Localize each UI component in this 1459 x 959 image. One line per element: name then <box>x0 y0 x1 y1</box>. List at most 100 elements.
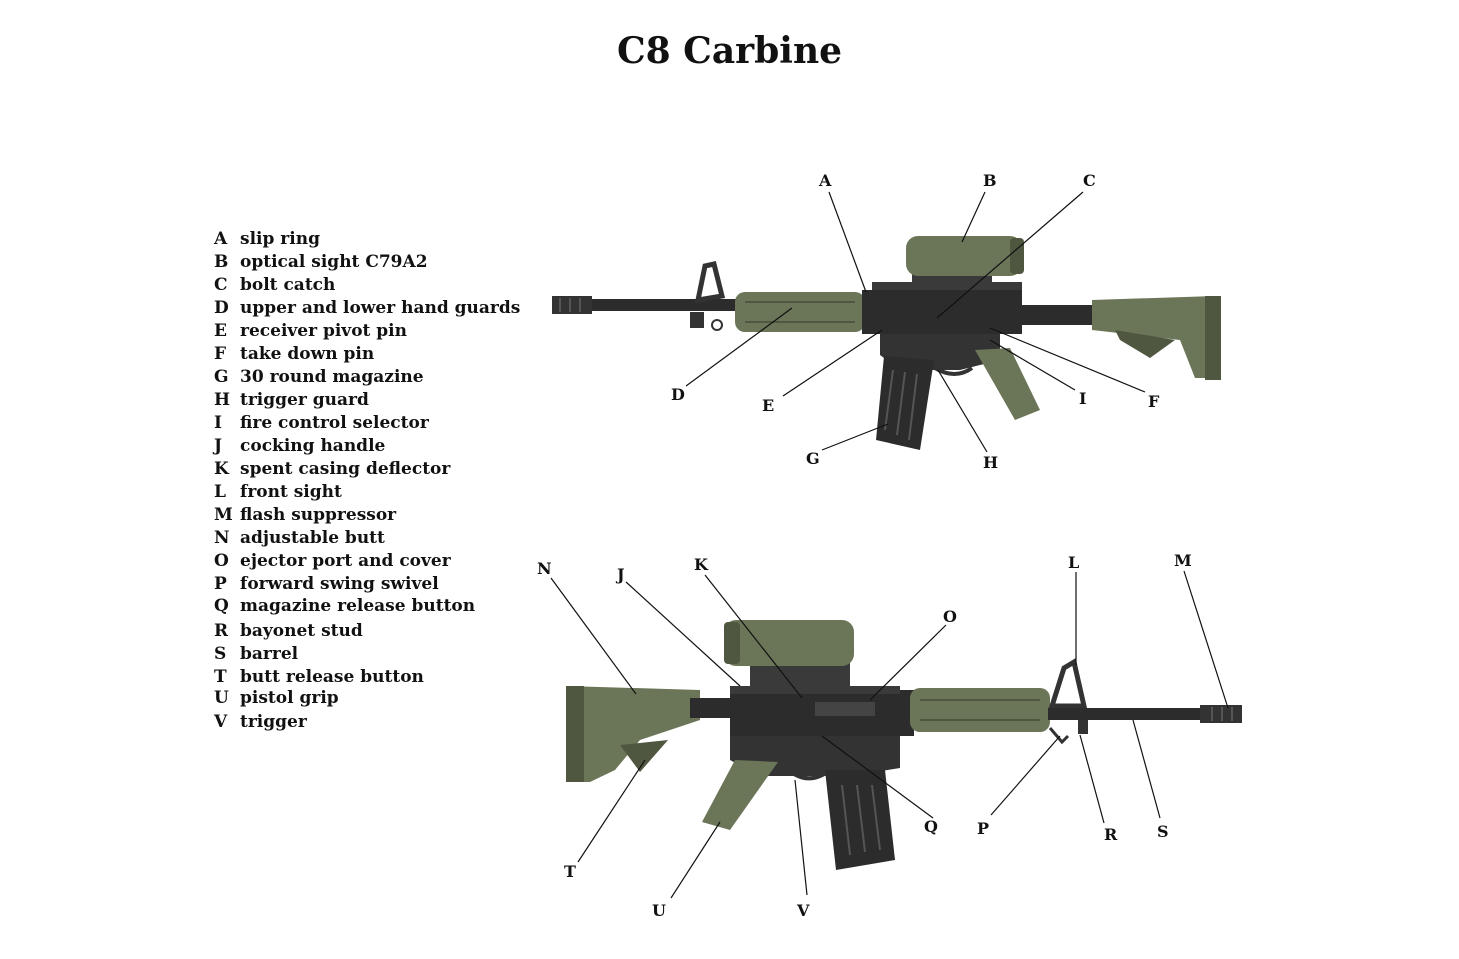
callout-t: T <box>564 862 576 881</box>
legend-label: bolt catch <box>240 275 336 295</box>
pistol-grip <box>702 760 778 830</box>
legend-label: adjustable butt <box>240 528 385 548</box>
legend-key: Q <box>214 596 229 616</box>
callout-r: R <box>1104 825 1118 844</box>
callout-g: G <box>806 449 820 468</box>
legend-label: front sight <box>240 482 342 502</box>
callout-k: K <box>694 555 709 574</box>
barrel <box>560 299 740 311</box>
callout-l: L <box>1068 553 1079 572</box>
bottom-callout-labels: N J K O L M P Q R S T U V <box>537 551 1192 920</box>
optical-sight <box>906 236 1022 276</box>
legend-label: slip ring <box>240 229 320 249</box>
optical-sight <box>724 620 854 666</box>
legend-label: trigger guard <box>240 390 369 410</box>
legend-key: T <box>214 667 227 687</box>
callout-h: H <box>983 453 998 472</box>
legend-key: R <box>214 621 229 641</box>
legend-key: U <box>214 688 229 708</box>
legend-key: M <box>214 505 233 525</box>
legend-key: F <box>214 344 227 364</box>
legend-label: take down pin <box>240 344 375 364</box>
callout-d: D <box>671 385 685 404</box>
callout-v: V <box>796 901 810 920</box>
legend-label: receiver pivot pin <box>240 321 408 341</box>
flash-suppressor <box>552 296 592 314</box>
legend-label: barrel <box>240 644 299 664</box>
callout-b: B <box>983 171 997 190</box>
legend-label: bayonet stud <box>240 621 363 641</box>
magazine <box>825 770 895 870</box>
bottom-callout-lines <box>550 570 1229 899</box>
legend-label: fire control selector <box>240 413 429 433</box>
legend-key: D <box>214 298 229 318</box>
handguard <box>910 688 1050 732</box>
callout-o: O <box>943 607 957 626</box>
legend-key: I <box>214 413 222 433</box>
callout-c: C <box>1083 171 1096 190</box>
legend-key: K <box>214 459 229 479</box>
trigger-guard <box>933 366 974 376</box>
legend-key: H <box>214 390 231 410</box>
legend-key: B <box>214 252 229 272</box>
legend-label: ejector port and cover <box>240 551 451 571</box>
callout-q: Q <box>924 817 938 836</box>
callout-p: P <box>977 819 989 838</box>
barrel <box>1048 708 1218 720</box>
legend-key: P <box>214 574 227 594</box>
legend-key: O <box>214 551 229 571</box>
callout-i: I <box>1079 389 1086 408</box>
callout-j: J <box>615 565 625 584</box>
pistol-grip <box>975 348 1040 420</box>
rifle-bottom <box>566 620 1242 870</box>
top-callout-lines <box>685 191 1146 453</box>
legend-label: trigger <box>240 712 307 732</box>
handguard <box>735 292 865 332</box>
legend-key: G <box>214 367 229 387</box>
legend-label: optical sight C79A2 <box>240 252 428 272</box>
legend-key: L <box>214 482 226 502</box>
legend-label: butt release button <box>240 667 424 687</box>
legend-label: spent casing deflector <box>240 459 451 479</box>
legend-label: pistol grip <box>240 688 339 708</box>
legend-label: flash suppressor <box>240 505 397 525</box>
rifle-top <box>552 236 1221 450</box>
flash-suppressor <box>1200 705 1242 723</box>
callout-a: A <box>818 171 832 190</box>
callout-n: N <box>537 559 552 578</box>
legend-key: S <box>214 644 227 664</box>
legend-label: 30 round magazine <box>240 367 424 387</box>
legend-label: magazine release button <box>240 596 476 616</box>
magazine <box>876 356 934 450</box>
callout-e: E <box>762 396 774 415</box>
legend-item: G 30 round magazine <box>214 367 424 387</box>
callout-u: U <box>652 901 666 920</box>
front-sight <box>694 261 726 304</box>
legend-key: A <box>214 229 228 249</box>
legend-key: E <box>214 321 227 341</box>
legend-label: upper and lower hand guards <box>240 298 521 318</box>
stock <box>566 686 700 782</box>
callout-f: F <box>1148 392 1160 411</box>
callout-s: S <box>1157 822 1169 841</box>
front-sight <box>1048 658 1088 709</box>
legend-key: V <box>214 712 228 732</box>
